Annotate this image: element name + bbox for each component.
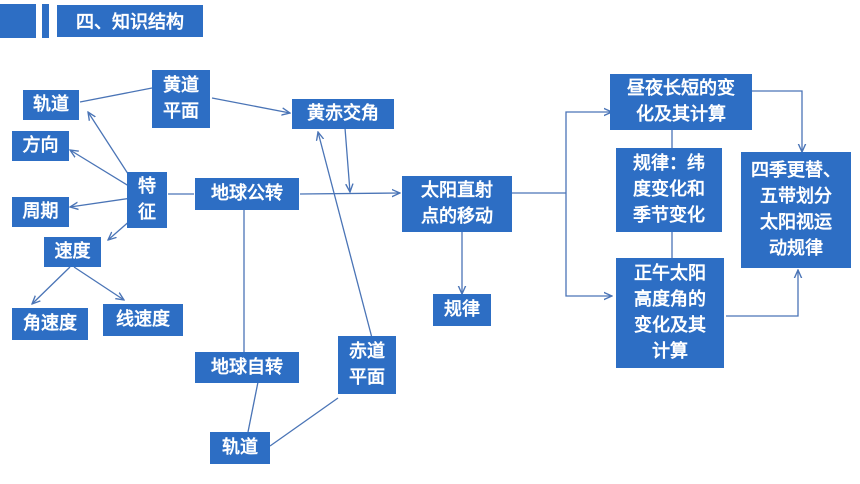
node-equator-plane: 赤道 平面 — [338, 336, 396, 394]
node-obliquity: 黄赤交角 — [292, 99, 394, 129]
edge-revolution-subsolar — [299, 193, 400, 194]
node-orbit-bottom: 轨道 — [210, 432, 270, 464]
section-title: 四、知识结构 — [57, 5, 203, 37]
edge-orbit-equator — [269, 397, 339, 447]
edge-noon-seasons — [726, 270, 798, 317]
node-period: 周期 — [12, 197, 69, 227]
node-linear-velocity: 线速度 — [103, 304, 183, 336]
node-features: 特 征 — [127, 172, 167, 228]
node-direction: 方向 — [12, 131, 69, 161]
edge-ecliptic-obliquity — [211, 97, 290, 113]
node-orbit: 轨道 — [23, 90, 79, 120]
header-accent-block — [0, 4, 36, 38]
node-pattern: 规律 — [433, 294, 491, 326]
edge-features-period — [70, 197, 133, 207]
edge-features-direction — [70, 150, 133, 189]
edge-features-orbit — [88, 112, 133, 181]
edge-bracket-noon — [565, 193, 612, 296]
node-revolution: 地球公转 — [195, 178, 299, 210]
edge-bracket-day-night — [565, 112, 612, 193]
edge-rotation-orbit — [247, 381, 259, 433]
node-rotation: 地球自转 — [195, 352, 299, 383]
node-seasons: 四季更替、 五带划分 太阳视运 动规律 — [741, 152, 851, 268]
node-noon-altitude: 正午太阳 高度角的 变化及其 计算 — [616, 258, 724, 368]
edge-equator-obliquity — [318, 132, 373, 339]
node-subsolar-movement: 太阳直射 点的移动 — [402, 176, 512, 232]
node-day-night-length: 昼夜长短的变 化及其计算 — [610, 74, 752, 130]
node-ecliptic-plane: 黄道 平面 — [152, 70, 210, 128]
header-accent-bar — [42, 4, 49, 38]
edge-orbit-ecliptic — [79, 87, 153, 103]
edge-day-night-seasons — [752, 90, 802, 152]
edge-velocity-linear — [73, 266, 124, 300]
edge-obliquity-subsolar — [344, 127, 350, 192]
node-velocity: 速度 — [44, 237, 101, 267]
edge-velocity-angular — [32, 266, 71, 304]
node-angular-velocity: 角速度 — [12, 308, 88, 340]
node-pattern-detail: 规律：纬 度变化和 季节变化 — [616, 148, 722, 232]
